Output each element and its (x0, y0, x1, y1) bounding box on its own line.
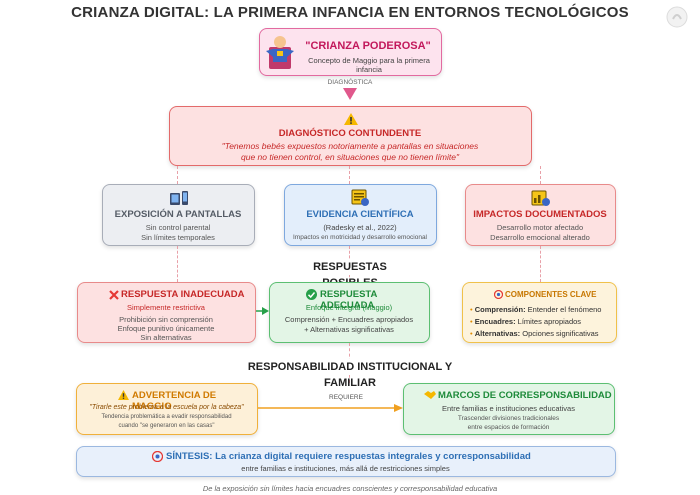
handshake-icon (424, 391, 436, 399)
screens-icon (170, 191, 188, 205)
exposicion-line1: Sin control parental (145, 223, 211, 232)
advertencia-title: ADVERTENCIA DE MAGGIO (132, 390, 217, 412)
exposicion-title: EXPOSICIÓN A PANTALLAS (114, 209, 242, 220)
componente-item: • Comprensión: Entender el fenómeno (470, 305, 602, 314)
respuesta-adecuada-line1: Comprensión + Encuadres apropiados (284, 315, 414, 324)
corresponsabilidad-title: MARCOS DE CORRESPONSABILIDAD (438, 390, 612, 401)
evidencia-line1: (Radesky et al., 2022) (323, 223, 397, 232)
advertencia-box: ADVERTENCIA DE MAGGIO "Tirarle este prob… (76, 383, 258, 435)
impactos-line2: Desarrollo emocional alterado (490, 233, 590, 242)
target-icon (152, 451, 163, 462)
bullet-icon: • (470, 329, 473, 338)
crianza-poderosa-box: "CRIANZA PODEROSA" Concepto de Maggio pa… (259, 28, 442, 76)
bullet-icon: • (470, 317, 473, 326)
sintesis-title: SÍNTESIS: La crianza digital requiere re… (166, 451, 531, 462)
respuesta-adecuada-title: RESPUESTA ADECUADA (320, 289, 378, 311)
research-icon (351, 189, 369, 206)
respuesta-inadecuada-line1: Prohibición sin comprensión (119, 315, 213, 324)
warning-icon (344, 113, 358, 125)
respuesta-adecuada-subtitle: Enfoque integral (Maggio) (305, 303, 393, 312)
diagnostico-box: DIAGNÓSTICO CONTUNDENTE "Tenemos bebés e… (169, 106, 532, 166)
down-arrow-icon (343, 88, 357, 100)
right-arrow-icon (258, 404, 403, 412)
exposicion-box: EXPOSICIÓN A PANTALLAS Sin control paren… (102, 184, 255, 246)
target-icon (494, 290, 503, 299)
corresponsabilidad-line1: Entre familias e instituciones educativa… (442, 404, 575, 413)
impactos-box: IMPACTOS DOCUMENTADOS Desarrollo motor a… (465, 184, 616, 246)
evidencia-line2: Impactos en motricidad y desarrollo emoc… (292, 234, 428, 241)
advertencia-line1: Tendencia problemática a evadir responsa… (101, 414, 232, 420)
chart-document-icon (531, 190, 550, 206)
evidencia-box: EVIDENCIA CIENTÍFICA (Radesky et al., 20… (284, 184, 437, 246)
right-arrow-icon (256, 307, 269, 315)
componente-item: • Alternativas: Opciones significativas (470, 329, 599, 338)
bullet-icon: • (470, 305, 473, 314)
advertencia-line2: cuando "se generaron en las casas" (118, 423, 215, 429)
componentes-title: COMPONENTES CLAVE (505, 290, 597, 299)
impactos-line1: Desarrollo motor afectado (496, 223, 584, 232)
respuesta-inadecuada-subtitle: Simplemente restrictiva (127, 303, 205, 312)
corresponsabilidad-line3: entre espacios de formación (467, 424, 550, 431)
check-circle-icon (306, 289, 317, 300)
impactos-title: IMPACTOS DOCUMENTADOS (473, 209, 607, 220)
section-respuestas-posibles: RESPUESTAS POSIBLES (286, 259, 414, 289)
respuesta-adecuada-box: RESPUESTA ADECUADA Enfoque integral (Mag… (269, 282, 430, 343)
corresponsabilidad-box: MARCOS DE CORRESPONSABILIDAD Entre famil… (403, 383, 615, 435)
arrow-label-requiere: REQUIERE (329, 394, 363, 401)
warning-icon (118, 390, 129, 400)
cross-icon (109, 290, 119, 300)
respuesta-inadecuada-line2: Enfoque punitivo únicamente (117, 324, 215, 333)
advertencia-quote: "Tirarle este problema a la escuela por … (89, 404, 244, 411)
superhero-icon (266, 36, 294, 69)
exposicion-line2: Sin límites temporales (141, 233, 215, 242)
componente-item: • Encuadres: Límites apropiados (470, 317, 582, 326)
crianza-poderosa-subtitle: Concepto de Maggio para la primera infan… (308, 56, 430, 74)
page-title: CRIANZA DIGITAL: LA PRIMERA INFANCIA EN … (71, 4, 629, 21)
diagnostico-quote-line1: "Tenemos bebés expuestos notoriamente a … (221, 141, 479, 151)
corresponsabilidad-line2: Trascender divisiones tradicionales (457, 415, 560, 422)
arrow-label-diagnostica: DIAGNÓSTICA (327, 79, 373, 86)
diagnostico-title: DIAGNÓSTICO CONTUNDENTE (278, 128, 422, 139)
logo-icon (666, 6, 688, 28)
section-responsabilidad: RESPONSABILIDAD INSTITUCIONAL Y FAMILIAR (228, 359, 472, 389)
componentes-box: COMPONENTES CLAVE • Comprensión: Entende… (462, 282, 617, 343)
sintesis-line1: entre familias e instituciones, más allá… (241, 464, 450, 473)
respuesta-inadecuada-box: RESPUESTA INADECUADA Simplemente restric… (77, 282, 256, 343)
footer-caption: De la exposición sin límites hacia encua… (202, 484, 498, 493)
crianza-poderosa-title: "CRIANZA PODEROSA" (305, 40, 431, 52)
sintesis-box: SÍNTESIS: La crianza digital requiere re… (76, 446, 616, 477)
evidencia-title: EVIDENCIA CIENTÍFICA (306, 209, 414, 220)
diagnostico-quote-line2: que no tienen control, en situaciones qu… (240, 152, 460, 162)
respuesta-adecuada-line2: + Alternativas significativas (304, 325, 394, 334)
respuesta-inadecuada-title: RESPUESTA INADECUADA (121, 289, 245, 300)
respuesta-inadecuada-line3: Sin alternativas (140, 333, 192, 342)
